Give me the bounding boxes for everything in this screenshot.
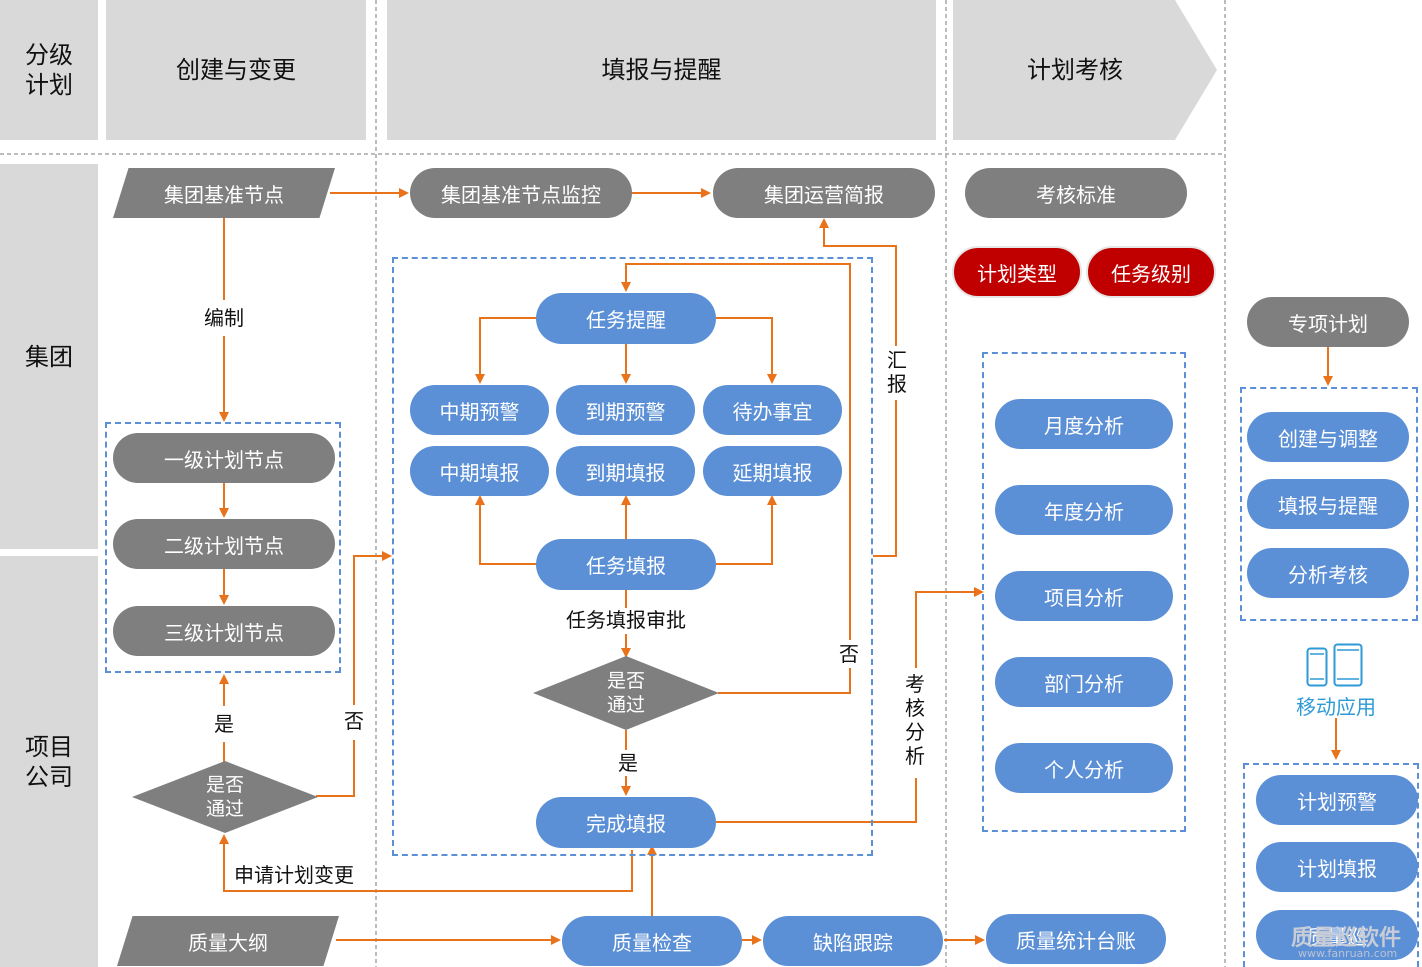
mid-warning-node: 中期预警: [410, 385, 549, 435]
tablet-icon: [1333, 643, 1363, 687]
quality-outline-node: 质量大纲: [117, 916, 339, 966]
group-baseline-monitor-node: 集团基准节点监控: [410, 168, 632, 218]
due-report-node: 到期填报: [556, 446, 695, 496]
report-process-group: [392, 257, 873, 856]
complete-report-node: 完成填报: [536, 797, 716, 848]
label-yes-left: 是: [210, 712, 238, 736]
delay-report-node: 延期填报: [703, 446, 842, 496]
header-lane-title: 分级 计划: [0, 0, 98, 140]
decision-pass-left: [132, 761, 318, 833]
mobile-app-group: [1243, 763, 1419, 967]
label-assess-analysis: 考 核 分 析: [902, 672, 928, 768]
decision-pass-center: [533, 656, 719, 730]
yearly-analysis-node: 年度分析: [995, 485, 1173, 535]
task-level-node: 任务级别: [1086, 246, 1216, 298]
lane-project-company: 项目 公司: [0, 556, 98, 967]
label-yes-center: 是: [614, 751, 642, 775]
monthly-analysis-node: 月度分析: [995, 399, 1173, 449]
level2-plan-node: 二级计划节点: [113, 519, 335, 569]
label-no-center: 否: [835, 642, 863, 666]
watermark-url: www.fanruan.com: [1298, 947, 1398, 960]
report-remind-node: 填报与提醒: [1247, 479, 1409, 529]
group-baseline-node: 集团基准节点: [113, 168, 335, 218]
special-plan-group: [1240, 387, 1418, 621]
quality-check-node: 质量检查: [562, 916, 742, 966]
defect-tracking-node: 缺陷跟踪: [763, 916, 943, 966]
header-report-remind: 填报与提醒: [387, 0, 936, 140]
plan-warning-node: 计划预警: [1256, 775, 1418, 825]
mobile-app-label: 移动应用: [1296, 695, 1376, 719]
analysis-assess-node: 分析考核: [1247, 548, 1409, 598]
todo-node: 待办事宜: [703, 385, 842, 435]
task-reminder-node: 任务提醒: [536, 293, 716, 344]
project-analysis-node: 项目分析: [995, 571, 1173, 621]
label-no-left: 否: [340, 709, 368, 733]
label-compile: 编制: [198, 306, 250, 330]
task-report-node: 任务填报: [536, 539, 716, 590]
create-adjust-node: 创建与调整: [1247, 412, 1409, 462]
level1-plan-node: 一级计划节点: [113, 433, 335, 483]
plan-levels-group: [105, 422, 341, 673]
level3-plan-node: 三级计划节点: [113, 606, 335, 656]
lane-group: 集团: [0, 164, 98, 549]
plan-report-node: 计划填报: [1256, 842, 1418, 892]
label-report-up: 汇 报: [884, 348, 910, 396]
decision-pass-left-label: 是否 通过: [205, 774, 244, 820]
assessment-standard-node: 考核标准: [965, 168, 1187, 218]
dept-analysis-node: 部门分析: [995, 657, 1173, 707]
plan-type-node: 计划类型: [952, 246, 1082, 298]
header-chevron: [953, 0, 1217, 140]
label-apply-change: 申请计划变更: [229, 863, 359, 887]
watermark-text: 质量巡软件: [1291, 926, 1402, 951]
header-plan-assessment: 计划考核: [1027, 56, 1123, 84]
decision-pass-center-label: 是否 通过: [606, 670, 645, 716]
personal-analysis-node: 个人分析: [995, 743, 1173, 793]
header-create-change: 创建与变更: [106, 0, 366, 140]
analysis-group: [982, 352, 1186, 832]
quality-ledger-node: 质量统计台账: [986, 914, 1166, 964]
label-approval: 任务填报审批: [556, 608, 696, 632]
due-warning-node: 到期预警: [556, 385, 695, 435]
special-plan-node: 专项计划: [1247, 297, 1409, 347]
quality-bottom-node: 质量巡: [1256, 910, 1418, 960]
phone-icon: [1306, 647, 1328, 687]
group-ops-brief-node: 集团运营简报: [713, 168, 935, 218]
mid-report-node: 中期填报: [410, 446, 549, 496]
